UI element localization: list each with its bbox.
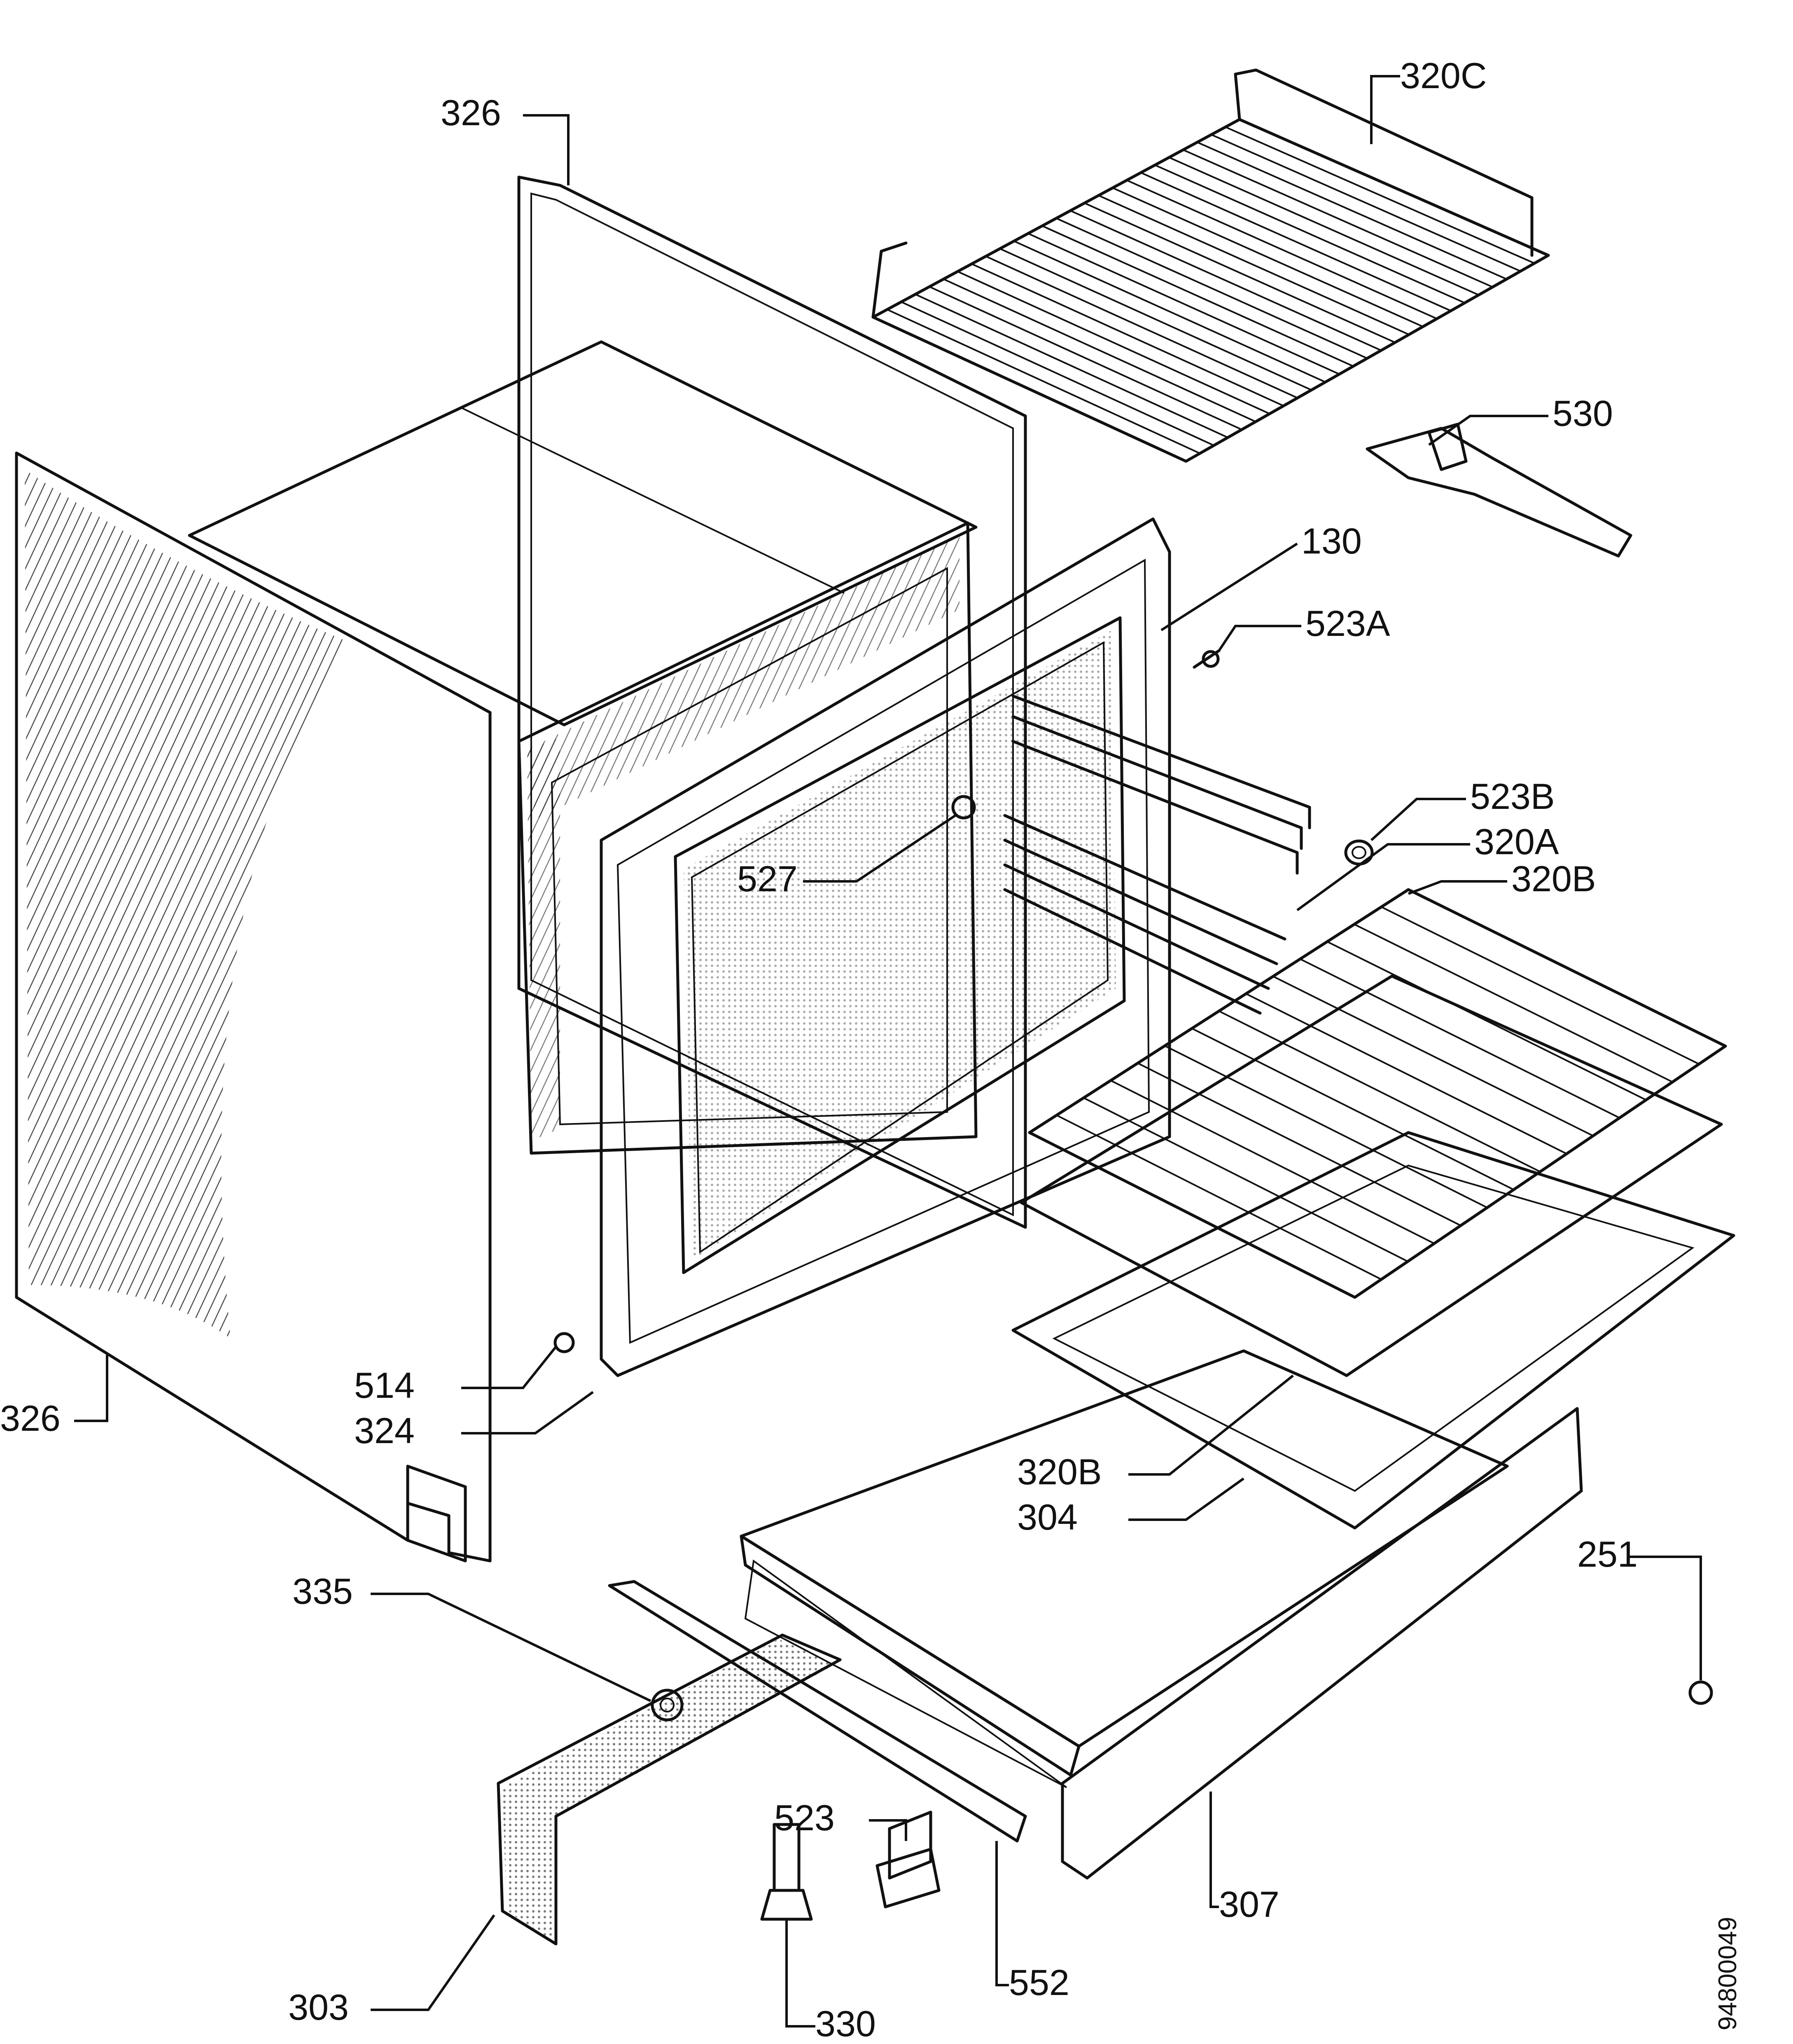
shelf-wire	[900, 301, 1215, 446]
screw-523B	[1344, 839, 1374, 866]
callout-130: 130	[1301, 521, 1362, 561]
door-frame-130	[600, 517, 1171, 1377]
shelf-wire	[1299, 958, 1620, 1119]
shelf-wire	[1083, 1097, 1409, 1262]
shelf-wire	[1013, 240, 1326, 383]
shelf-wire	[1326, 941, 1647, 1101]
callout-326-top: 326	[441, 92, 501, 133]
shelf-wire	[1110, 1079, 1435, 1245]
callout-335: 335	[292, 1571, 353, 1612]
shelf-wire	[971, 263, 1284, 407]
shelf-wire	[1210, 133, 1522, 272]
callout-320A: 320A	[1474, 821, 1559, 862]
foot-330	[760, 1823, 813, 1921]
shelf-wire	[1041, 225, 1354, 367]
callout-320B-right: 320B	[1511, 858, 1596, 899]
screw-251	[1688, 1680, 1713, 1705]
baking-tray-304	[1011, 1131, 1735, 1530]
kick-plate-303	[497, 1633, 842, 1946]
callout-303: 303	[288, 1987, 349, 2028]
screw-527	[951, 795, 976, 820]
rail-552	[608, 1580, 1027, 1843]
drawer-307	[740, 1349, 1583, 1880]
shelf-wire	[1126, 179, 1438, 320]
callout-523A: 523A	[1305, 603, 1390, 644]
shelf-wire	[985, 255, 1298, 399]
shelf-wire	[957, 271, 1271, 415]
shelf-wire	[1055, 217, 1368, 359]
shelf-wire	[999, 248, 1312, 391]
callout-326-left: 326	[0, 1398, 61, 1439]
screw-523A	[1193, 649, 1221, 669]
shelf-wire	[1218, 1010, 1541, 1173]
callout-552: 552	[1009, 1962, 1069, 2003]
shelf-wire	[1069, 210, 1382, 351]
shelf-wire	[928, 286, 1243, 431]
leader-lines	[74, 75, 1702, 2028]
callout-324: 324	[354, 1410, 415, 1451]
callout-320C: 320C	[1400, 55, 1487, 96]
screw-514	[553, 1332, 575, 1353]
shelf-wire	[943, 278, 1257, 423]
reference-number: 94800049	[1714, 1917, 1742, 2030]
shelf-wire	[1137, 1062, 1462, 1226]
shelf-wire	[1111, 187, 1424, 328]
callout-307: 307	[1219, 1884, 1279, 1925]
shelf-wire	[1027, 232, 1340, 375]
shelf-wire	[1182, 149, 1494, 288]
shelf-wire	[914, 293, 1229, 439]
shelf-wire	[1164, 1045, 1488, 1209]
callout-523: 523	[774, 1797, 835, 1838]
shelf-wire	[1140, 172, 1452, 312]
callout-304: 304	[1017, 1497, 1078, 1537]
shelf-wire	[1097, 194, 1410, 336]
side-runners	[1003, 694, 1311, 1015]
shelf-wire	[1168, 157, 1480, 296]
slide-handle-530	[1366, 423, 1632, 558]
callout-530: 530	[1553, 393, 1613, 434]
shelf-wire	[1272, 975, 1594, 1137]
shelf-wire	[1224, 126, 1536, 264]
knob-335	[651, 1689, 684, 1722]
callout-527: 527	[737, 858, 798, 899]
oven-cavity	[188, 340, 978, 1155]
shelf-wire	[1196, 141, 1508, 280]
shelf-wire	[1353, 923, 1674, 1083]
callout-523B: 523B	[1470, 776, 1555, 817]
shelf-wire	[886, 308, 1201, 454]
callout-320B-lower: 320B	[1017, 1451, 1102, 1492]
callout-330: 330	[815, 2003, 876, 2044]
left-side-panel-326	[15, 451, 492, 1563]
wire-shelf-320C	[871, 68, 1550, 463]
shelf-wire	[1055, 1114, 1382, 1280]
callout-514: 514	[354, 1365, 415, 1406]
shelf-wire	[1380, 906, 1700, 1065]
shelf-wire	[1154, 164, 1466, 304]
oven-shelves-320B	[1020, 888, 1727, 1377]
shelf-wire	[1245, 993, 1568, 1155]
shelf-wire	[1191, 1028, 1515, 1191]
shelf-wire	[1083, 202, 1396, 343]
clip-523	[875, 1810, 941, 1909]
callout-251: 251	[1577, 1534, 1638, 1574]
